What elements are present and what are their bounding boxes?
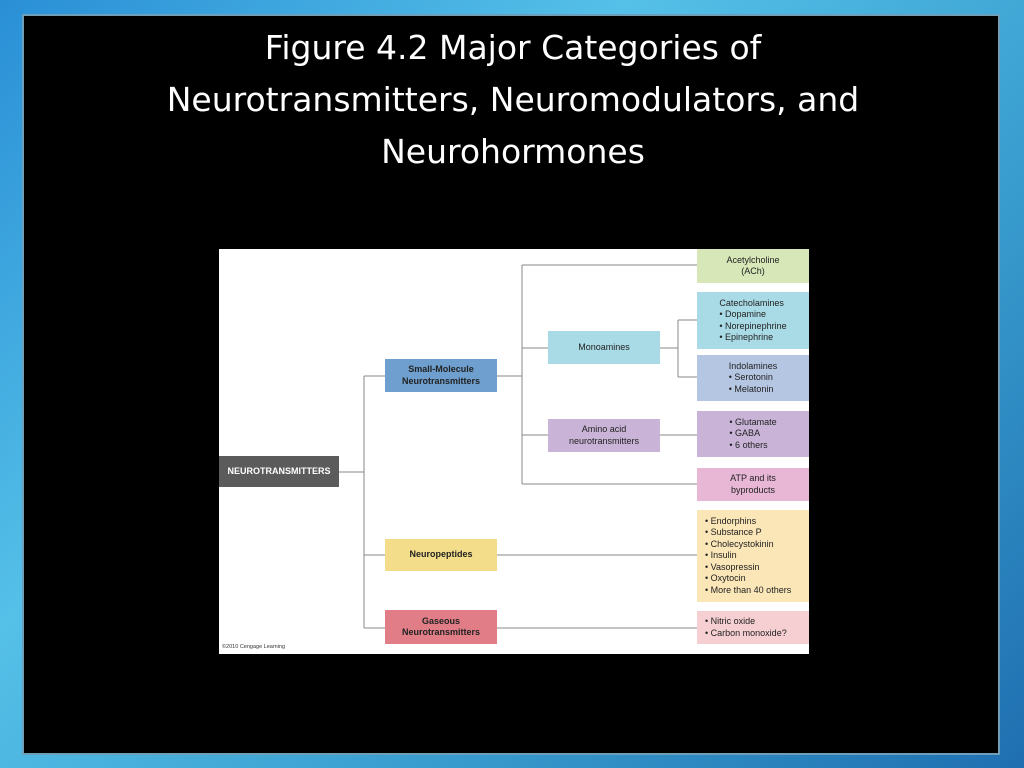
indolamine-item: • Melatonin xyxy=(728,383,774,394)
copyright-credit: ©2010 Cengage Learning xyxy=(222,644,286,650)
indolamines-box: Indolamines • Serotonin • Melatonin xyxy=(697,355,809,401)
gaseous-item: • Carbon monoxide? xyxy=(705,627,787,638)
catecholamine-item: • Epinephrine xyxy=(719,332,774,342)
amino-acid-list-box: • Glutamate • GABA • 6 others xyxy=(697,411,809,457)
neuropeptide-item: • Vasopressin xyxy=(705,561,760,572)
neuropeptide-item: • Insulin xyxy=(705,550,737,561)
neuropeptides-box: Neuropeptides xyxy=(385,539,497,571)
amino-acid-item: • Glutamate xyxy=(729,416,777,427)
small-molecule-line-1: Small-Molecule xyxy=(408,364,474,374)
catecholamines-heading: Catecholamines xyxy=(719,297,784,308)
amino-acid-line-1: Amino acid xyxy=(581,424,627,434)
gaseous-box: Gaseous Neurotransmitters xyxy=(385,610,497,644)
catecholamines-box: Catecholamines • Dopamine • Norepinephri… xyxy=(697,292,809,349)
connector-lines xyxy=(339,264,697,629)
neuropeptide-item: • Substance P xyxy=(705,527,762,538)
neuropeptide-item: • Endorphins xyxy=(705,515,757,526)
amino-acid-box: Amino acid neurotransmitters xyxy=(548,419,660,452)
atp-line-2: byproducts xyxy=(730,484,775,495)
neurotransmitters-root-box: NEUROTRANSMITTERS xyxy=(219,456,339,487)
title-line-1: Figure 4.2 Major Categories of xyxy=(264,28,762,67)
monoamines-box: Monoamines xyxy=(548,331,660,364)
gaseous-line-2: Neurotransmitters xyxy=(401,627,481,637)
indolamine-item: • Serotonin xyxy=(728,372,773,383)
neurotransmitter-diagram: NEUROTRANSMITTERS Small-Molecule Neurotr… xyxy=(219,249,809,654)
monoamines-label: Monoamines xyxy=(578,341,630,352)
title-line-2: Neurotransmitters, Neuromodulators, and xyxy=(166,80,860,119)
neuropeptide-item: • Cholecystokinin xyxy=(705,538,774,549)
neuropeptide-list-box: • Endorphins • Substance P • Cholecystok… xyxy=(697,510,809,602)
slide-title: Figure 4.2 Major Categories of Neurotran… xyxy=(24,22,1002,178)
gaseous-list-box: • Nitric oxide • Carbon monoxide? xyxy=(697,611,809,644)
gaseous-item: • Nitric oxide xyxy=(705,616,756,626)
atp-box: ATP and its byproducts xyxy=(697,468,809,501)
slide: Figure 4.2 Major Categories of Neurotran… xyxy=(22,14,1000,755)
acetylcholine-line-2: (ACh) xyxy=(741,266,765,276)
indolamines-heading: Indolamines xyxy=(728,360,778,371)
gaseous-line-1: Gaseous xyxy=(421,615,461,626)
acetylcholine-box: Acetylcholine (ACh) xyxy=(697,249,809,283)
neuropeptide-item: • More than 40 others xyxy=(705,584,792,595)
catecholamine-item: • Norepinephrine xyxy=(719,320,787,331)
amino-acid-item: • GABA xyxy=(729,428,761,439)
amino-acid-line-2: neurotransmitters xyxy=(568,435,640,446)
amino-acid-item: • 6 others xyxy=(729,439,768,450)
small-molecule-line-2: Neurotransmitters xyxy=(401,375,481,386)
title-line-3: Neurohormones xyxy=(381,132,645,171)
small-molecule-box: Small-Molecule Neurotransmitters xyxy=(385,359,497,392)
neuropeptides-label: Neuropeptides xyxy=(409,549,473,560)
catecholamine-item: • Dopamine xyxy=(719,309,767,319)
atp-line-1: ATP and its xyxy=(730,473,776,483)
acetylcholine-line-1: Acetylcholine xyxy=(726,254,780,265)
neuropeptide-item: • Oxytocin xyxy=(705,573,746,584)
root-label: NEUROTRANSMITTERS xyxy=(227,465,331,476)
